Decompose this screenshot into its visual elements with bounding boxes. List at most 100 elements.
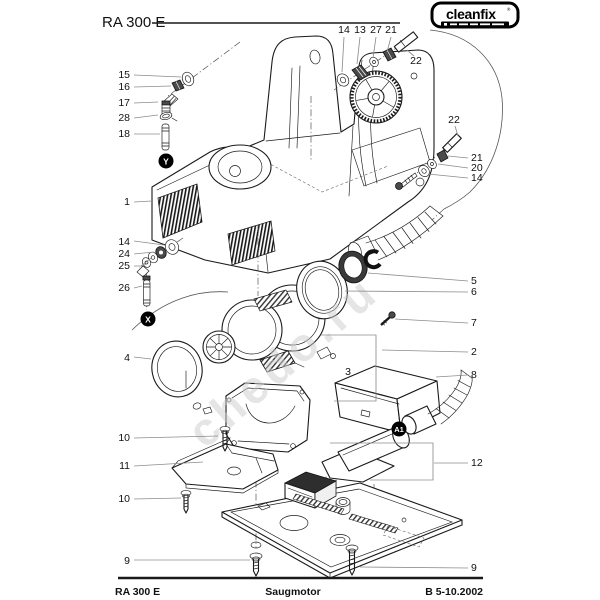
drawing-title: RA 300 E (102, 14, 165, 31)
screw-7 (380, 311, 396, 326)
main-housing (151, 35, 435, 296)
callout-25: 25 (118, 260, 130, 272)
leader-lines (133, 36, 469, 569)
screw-9-left (249, 552, 263, 577)
clamp-28 (159, 111, 178, 122)
callout-3: 3 (345, 366, 351, 378)
callout-9-left: 9 (124, 555, 130, 567)
marker-a1-label: A1 (394, 425, 404, 434)
registered-mark: ® (507, 6, 511, 12)
callout-17: 17 (118, 97, 130, 109)
commutator-band (253, 289, 293, 312)
washer-14-right (418, 165, 430, 177)
bushing-13 (351, 64, 370, 81)
standoff-cylinder (335, 497, 351, 515)
footer-model: RA 300 E (115, 586, 160, 598)
seal-ring-5 (338, 250, 368, 284)
callout-22-upper: 22 (410, 55, 422, 67)
washer-14-left (164, 239, 180, 255)
callout-2: 2 (471, 346, 477, 358)
connector-rail-1 (292, 493, 345, 515)
callout-14-left: 14 (118, 236, 130, 248)
washer-20 (427, 159, 437, 169)
bracket-plate-11 (171, 437, 279, 494)
right-fastener-set (395, 133, 462, 190)
marker-a1: A1 (391, 421, 407, 437)
callout-labels: 15 16 17 28 18 1 14 24 25 26 4 10 11 10 … (118, 24, 483, 574)
callout-13: 13 (354, 24, 366, 36)
fin-bracket-details (288, 49, 321, 149)
elbow-tube-26 (136, 265, 151, 307)
carbon-brush (259, 350, 305, 373)
pin-22-upper (393, 31, 419, 53)
callout-22-lower: 22 (448, 114, 460, 126)
callout-14-top: 14 (338, 24, 350, 36)
marker-x: X (140, 311, 156, 327)
brand-logo-text: cleanfix (446, 6, 496, 22)
gasket-ring-6 (296, 260, 348, 320)
left-fastener-column: Y (158, 41, 241, 169)
callout-26: 26 (118, 282, 130, 294)
o-ring-4 (151, 340, 203, 398)
cooling-grille-front (227, 220, 276, 266)
motor-dome (208, 144, 272, 190)
callout-7: 7 (471, 317, 477, 329)
retaining-clip (363, 249, 382, 270)
callout-9-right: 9 (471, 562, 477, 574)
callout-21-top: 21 (385, 24, 397, 36)
screw-9-right (345, 544, 359, 576)
threaded-stud (395, 172, 418, 190)
callout-27: 27 (370, 24, 382, 36)
gear-pulley (349, 70, 403, 124)
bracket-3 (321, 334, 377, 402)
top-fastener-row (333, 31, 419, 91)
logo-tagline-bar (441, 21, 509, 27)
callout-5: 5 (471, 275, 477, 287)
fan-wheel (202, 330, 236, 364)
nut-21-right (436, 149, 449, 163)
motor-terminal (316, 346, 336, 360)
nut-21-top (382, 47, 397, 62)
callout-16: 16 (118, 81, 130, 93)
screw-10-upper (219, 426, 231, 452)
small-contact-parts (192, 402, 213, 415)
callout-1: 1 (124, 196, 130, 208)
suction-motor (192, 284, 336, 415)
callout-28: 28 (118, 112, 130, 124)
drain-hose-lower (427, 369, 473, 425)
footer-component: Saugmotor (265, 586, 320, 598)
callout-8: 8 (471, 369, 477, 381)
nut-16 (171, 79, 185, 92)
callout-4: 4 (124, 352, 130, 364)
callout-21-right: 21 (471, 152, 483, 164)
washer-27 (369, 56, 379, 68)
header: RA 300 E cleanfix ® (102, 1, 520, 31)
callout-11: 11 (119, 460, 130, 472)
washer-14-top (336, 73, 350, 87)
callout-15: 15 (118, 69, 130, 81)
marker-y: Y (158, 153, 174, 169)
callout-24: 24 (118, 248, 130, 260)
tube-18 (161, 123, 170, 151)
callout-10-upper: 10 (118, 432, 130, 444)
callout-20: 20 (471, 162, 483, 174)
callout-6: 6 (471, 286, 477, 298)
callout-14-right: 14 (471, 172, 483, 184)
marker-y-label: Y (163, 157, 169, 167)
connector-rail-2 (348, 513, 399, 534)
footer: RA 300 E Saugmotor B 5-10.2002 (115, 576, 483, 598)
marker-x-label: X (145, 315, 151, 325)
bracket-12 (330, 442, 434, 481)
plate-ports (250, 502, 425, 549)
brand-logo: cleanfix ® (430, 1, 520, 29)
callout-12: 12 (471, 457, 483, 469)
callout-18: 18 (118, 128, 130, 140)
x-fastener-chain: X (136, 237, 184, 327)
screw-10-lower (180, 490, 192, 514)
base-plate (221, 471, 463, 579)
washer-15 (181, 71, 195, 87)
washer-24 (155, 246, 167, 259)
pin-22-lower (442, 133, 462, 153)
